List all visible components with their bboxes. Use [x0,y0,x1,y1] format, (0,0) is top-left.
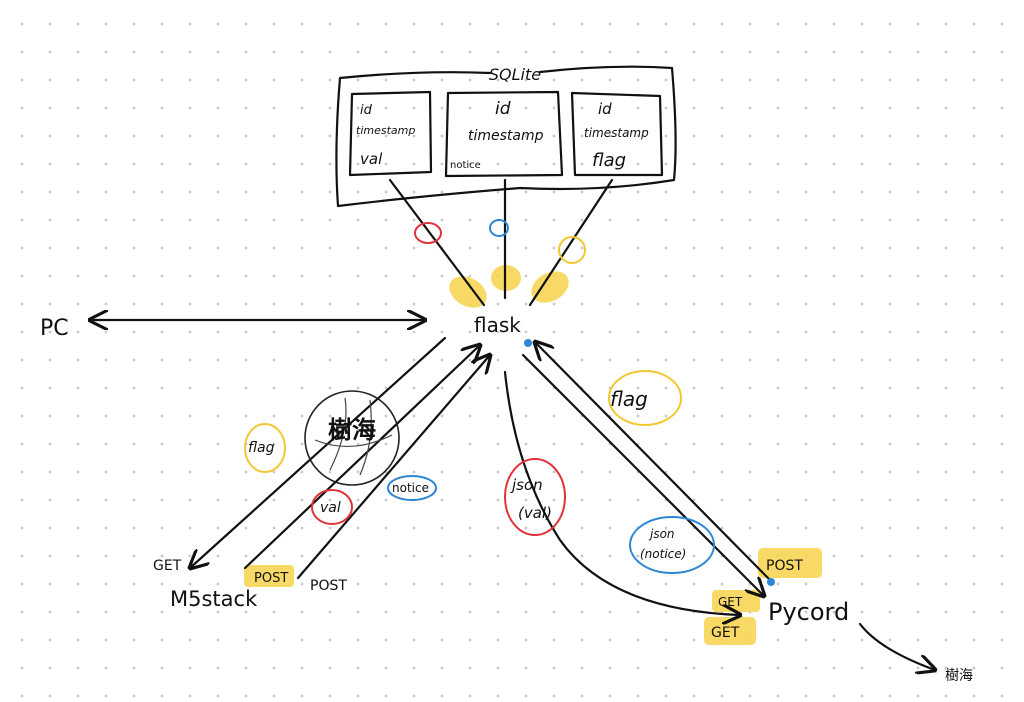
pycord-node: Pycord [768,598,849,626]
m5-val-label: val [320,500,341,516]
val-connection [388,178,486,307]
pycord-dot [767,578,775,586]
py-json-notice-label-2: (notice) [640,547,686,561]
m5-get-arrow [190,336,447,568]
field-val: val [360,150,383,168]
blue-circle-mark [489,219,509,237]
m5-post-label-1: POST [254,571,288,586]
m5-get-label: GET [153,558,182,574]
jukai-output-label: 樹海 [945,668,973,684]
m5-post-val-arrow [243,345,480,570]
py-flag-label: flag [610,387,648,411]
py-post-flag-arrow [535,342,772,582]
m5-notice-label: notice [392,481,429,495]
py-json-val-label-2: (val) [518,504,552,522]
py-get2-highlight [704,617,756,645]
m5-flag-label: flag [248,440,275,456]
flask-dot [524,339,532,347]
py-post-highlight [758,548,822,578]
flag-yellow-circle [244,423,286,473]
pycord-jukai-arrow [858,622,935,670]
table-notice: id timestamp notice [444,90,564,178]
field-id: id [495,99,511,119]
table-flag: id timestamp flag [570,91,664,177]
py-get-label-2: GET [711,625,740,641]
jukai-globe: 樹海 [304,390,400,486]
jukai-globe-label: 樹海 [328,416,376,444]
field-timestamp: timestamp [584,126,649,140]
py-json-notice-label-1: json [648,527,675,541]
table-val: id timestamp val [348,90,433,177]
red-circle-mark [414,222,442,244]
sqlite-database: SQLite id timestamp val id timestamp not… [335,65,677,208]
val-red-circle [311,489,353,525]
sqlite-title: SQLite [489,65,541,84]
pc-node: PC [40,316,69,341]
notice-blue-circle [387,475,437,501]
m5-post-notice-arrow [296,355,490,580]
py-json-val-label-1: json [510,476,543,494]
py-get-json-val-arrow [503,370,740,615]
field-timestamp: timestamp [356,124,415,137]
flag-connection [528,178,614,307]
py-flag-yellow-circle [608,370,682,426]
field-id: id [598,100,612,118]
field-timestamp: timestamp [468,128,544,144]
py-get-json-notice-arrow [521,353,764,596]
flask-highlights [449,265,569,308]
m5-post-label-2: POST [310,578,347,594]
field-notice: notice [450,160,481,171]
m5-post-highlight [244,565,294,587]
field-id: id [360,103,373,118]
m5stack-node: M5stack [170,587,258,611]
json-val-red-circle [504,458,566,536]
py-post-label: POST [766,558,803,574]
field-flag: flag [592,150,626,171]
json-notice-blue-circle [629,516,715,574]
py-get-label-1: GET [718,595,743,609]
yellow-circle-mark [558,236,586,264]
flask-node: flask [474,313,521,337]
